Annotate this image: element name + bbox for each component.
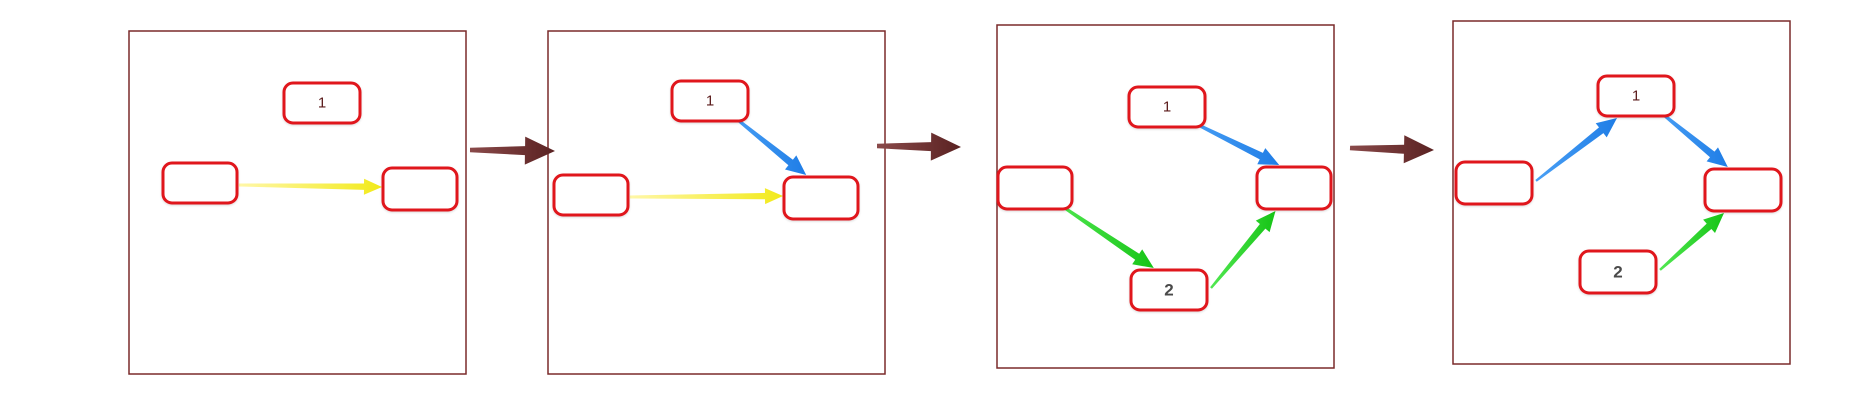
edge-n1-to-right-blue-arrow xyxy=(1185,117,1280,165)
edge-left-to-n1-blue-arrow xyxy=(1535,118,1617,182)
node-right xyxy=(381,166,459,212)
node-label: 1 xyxy=(1163,99,1171,116)
node-box xyxy=(1127,85,1207,129)
node-label: 1 xyxy=(318,95,326,112)
edge-left-to-right-yellow-arrow xyxy=(630,188,783,205)
panel-2: 1 xyxy=(547,30,886,375)
node-box xyxy=(282,81,362,125)
edges xyxy=(630,112,807,205)
node-left xyxy=(996,165,1074,211)
step-arrow-3-icon xyxy=(1349,135,1434,164)
node-label: 1 xyxy=(1632,88,1640,105)
panel-1: 1 xyxy=(128,30,467,375)
node-n2: 2 xyxy=(1578,249,1658,295)
edges xyxy=(1053,117,1280,289)
node-right xyxy=(782,175,860,221)
node-n1: 1 xyxy=(282,81,362,125)
node-box xyxy=(782,175,860,221)
node-box xyxy=(1255,165,1333,211)
node-box xyxy=(996,165,1074,211)
node-box xyxy=(552,173,630,217)
node-left xyxy=(1454,160,1534,206)
node-right xyxy=(1255,165,1333,211)
node-left xyxy=(552,173,630,217)
node-box xyxy=(1129,268,1209,312)
panel-4: 12 xyxy=(1452,20,1791,365)
node-n1: 1 xyxy=(1127,85,1207,129)
node-left xyxy=(161,161,239,205)
edge-n2-to-right-green-arrow xyxy=(1210,211,1276,289)
node-n1: 1 xyxy=(1596,74,1676,118)
edge-left-to-right-yellow-arrow xyxy=(239,178,382,195)
node-n2: 2 xyxy=(1129,268,1209,312)
node-box xyxy=(1578,249,1658,295)
edge-n1-to-right-blue-arrow xyxy=(728,112,807,175)
edges xyxy=(239,178,382,195)
node-box xyxy=(1596,74,1676,118)
edges xyxy=(1535,107,1728,271)
node-label: 2 xyxy=(1613,263,1622,282)
node-box xyxy=(1703,167,1783,213)
step-arrow-2-icon xyxy=(877,132,961,161)
panel-3: 12 xyxy=(996,24,1335,369)
node-n1: 1 xyxy=(670,79,750,123)
node-box xyxy=(161,161,239,205)
node-right xyxy=(1703,167,1783,213)
edge-left-to-n2-green-arrow xyxy=(1053,199,1154,268)
node-label: 2 xyxy=(1164,281,1173,300)
node-label: 1 xyxy=(706,93,714,110)
edge-n1-to-right-blue-arrow xyxy=(1654,107,1728,167)
node-box xyxy=(1454,160,1534,206)
edge-n2-to-right-green-arrow xyxy=(1659,213,1724,271)
step-arrow-1-icon xyxy=(470,136,555,165)
node-box xyxy=(670,79,750,123)
node-box xyxy=(381,166,459,212)
